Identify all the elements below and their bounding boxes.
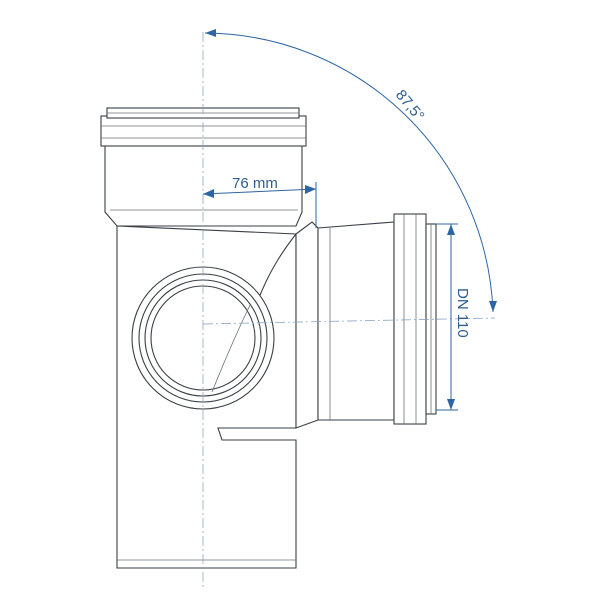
top-socket-collar [100,115,307,147]
branch-transition [295,221,319,429]
angle-arrow-start [205,29,216,37]
offset-arrow-start [203,189,214,198]
diameter-dimension: DN 110 [436,223,471,411]
diameter-label: DN 110 [454,288,471,338]
front-outlet-inner-curve [211,304,251,393]
offset-arrow-end [305,185,316,194]
diameter-arrow-bottom [447,399,455,410]
offset-label: 76 mm [232,175,278,192]
angle-arc [204,32,494,313]
offset-dim-line [202,188,317,195]
branch-upper-curve [257,233,297,301]
diameter-arrow-top [447,224,455,235]
branch-centerline [202,317,496,325]
offset-dimension: 76 mm [202,175,317,228]
centerlines [202,32,496,590]
angle-arrow-end [489,301,497,312]
branch-collar [393,213,427,425]
